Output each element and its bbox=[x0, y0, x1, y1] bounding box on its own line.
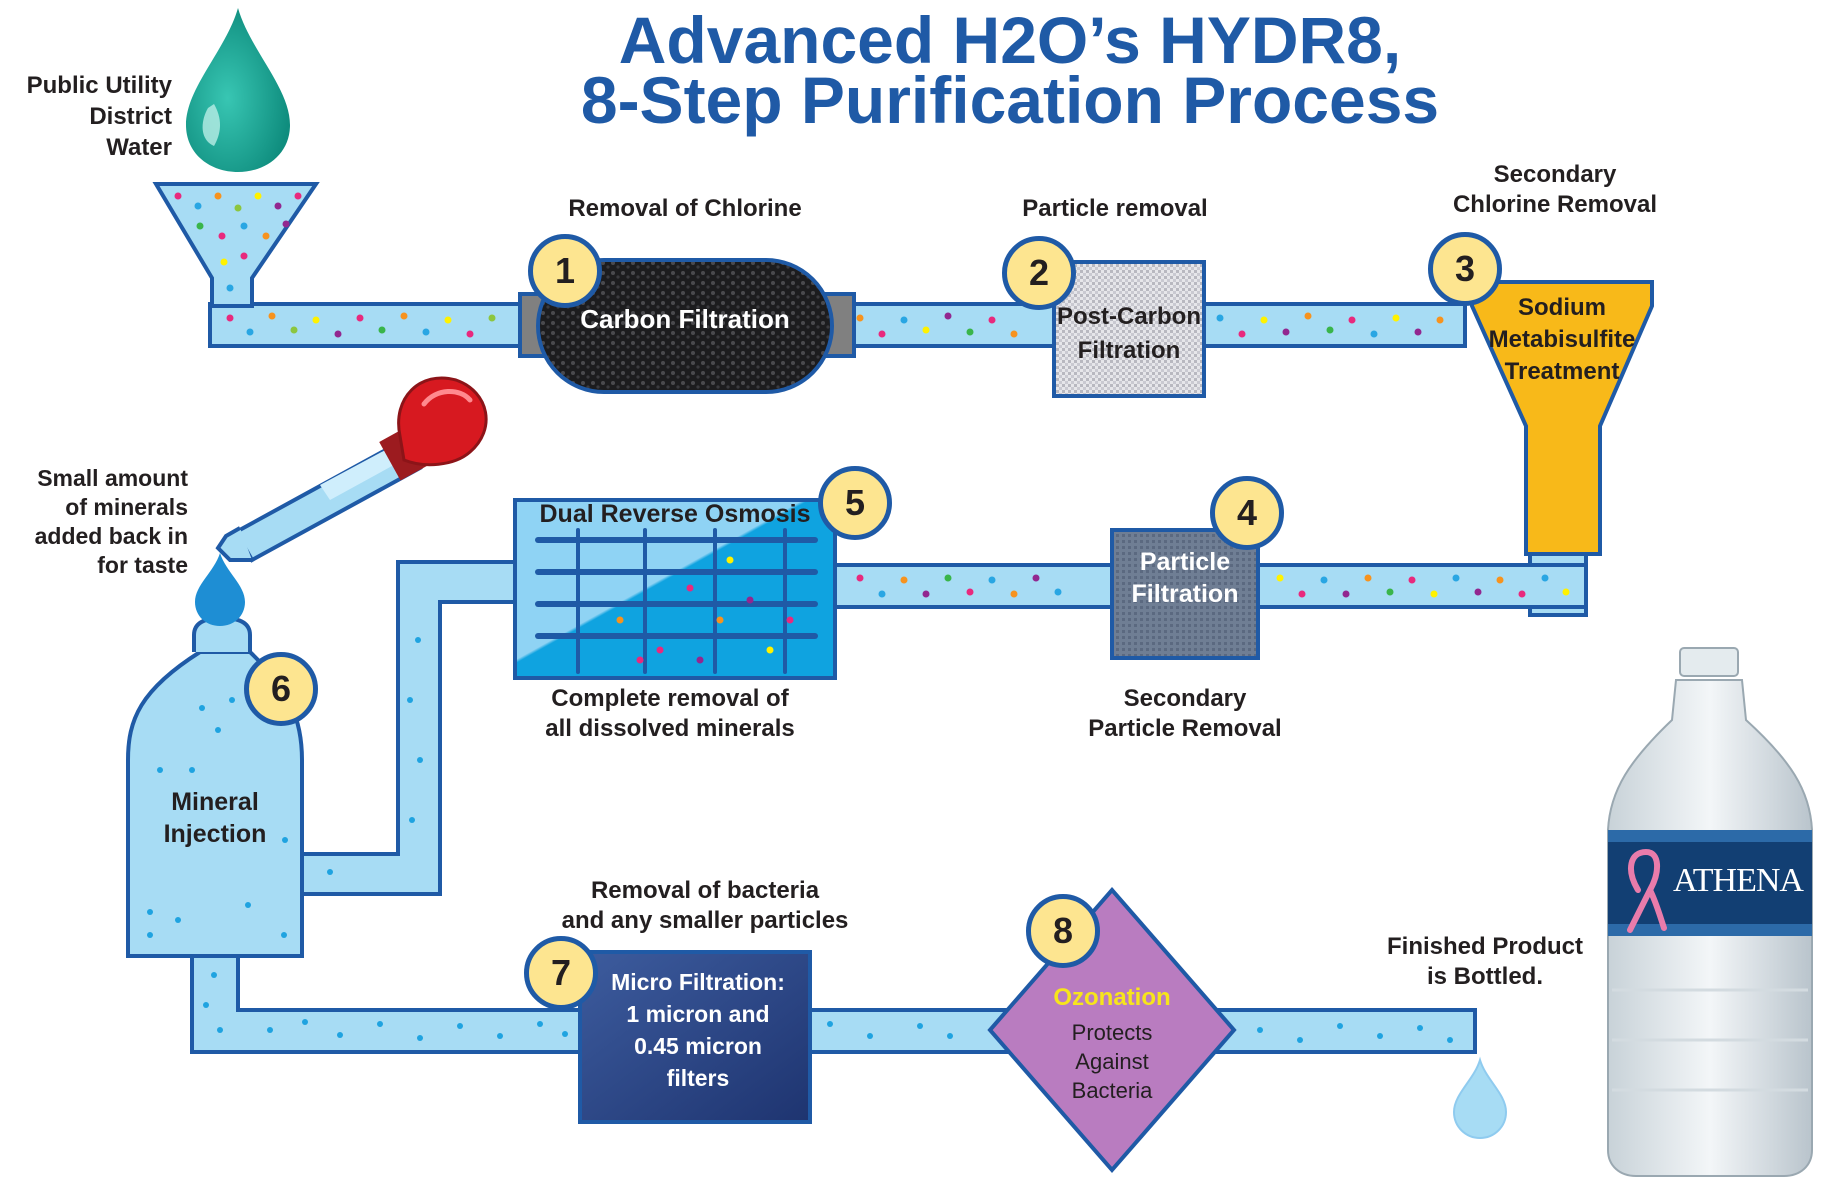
step-6-box-line-1: Mineral bbox=[171, 788, 259, 816]
step-5-caption-line-1: Complete removal of bbox=[551, 685, 789, 712]
pipe-elbow-ro bbox=[296, 560, 517, 896]
step-6-box-label: Mineral Injection bbox=[128, 786, 302, 850]
step-5-caption-line-2: all dissolved minerals bbox=[545, 715, 795, 742]
step-2-box-line-1: Post-Carbon bbox=[1057, 303, 1201, 330]
step-7-caption-line-1: Removal of bacteria bbox=[590, 877, 820, 904]
pipe-bottom bbox=[190, 938, 1477, 1054]
step-4-box-line-2: Filtration bbox=[1131, 580, 1239, 608]
step-2-box-label: Post-Carbon Filtration bbox=[1054, 300, 1204, 368]
step-3-box-line-3: Treatment bbox=[1504, 358, 1620, 385]
step-3-caption: Secondary Chlorine Removal bbox=[1420, 160, 1690, 220]
step-4-box-line-1: Particle bbox=[1139, 548, 1231, 576]
step-8-box-title: Ozonation bbox=[1053, 984, 1171, 1011]
step-4-caption: Secondary Particle Removal bbox=[1050, 684, 1320, 744]
step-7-caption: Removal of bacteria and any smaller part… bbox=[530, 876, 880, 936]
particles-middle bbox=[856, 574, 1570, 598]
finish-label-line-2: is Bottled. bbox=[1426, 963, 1543, 990]
page-title: Advanced H2O’s HYDR8, 8-Step Purificatio… bbox=[420, 3, 1600, 137]
step-2-box-line-2: Filtration bbox=[1077, 337, 1181, 364]
title-line-2: 8-Step Purification Process bbox=[580, 63, 1440, 137]
particle-filter-body bbox=[1110, 528, 1260, 660]
dropper-icon bbox=[215, 376, 488, 563]
mineral-tank-dots bbox=[147, 697, 288, 938]
finish-water-drop-icon bbox=[1452, 1056, 1508, 1140]
step-3-caption-line-1: Secondary bbox=[1493, 161, 1617, 188]
minerals-note: Small amount of minerals added back in f… bbox=[0, 464, 188, 580]
step-3-caption-line-2: Chlorine Removal bbox=[1452, 191, 1658, 218]
bottle-icon bbox=[1607, 647, 1813, 1177]
step-7-box-line-1: Micro Filtration: bbox=[611, 969, 785, 995]
step-1-badge: 1 bbox=[528, 234, 602, 308]
step-3-box-line-1: Sodium bbox=[1518, 294, 1606, 321]
step-3-box-label: Sodium Metabisulfite Treatment bbox=[1472, 292, 1652, 388]
carbon-filter-body bbox=[536, 258, 834, 394]
particles-top bbox=[226, 312, 1444, 338]
step-8-box-label: Protects Against Bacteria bbox=[1030, 1018, 1194, 1105]
source-label-line-3: Water bbox=[106, 134, 172, 161]
particles-bottom bbox=[203, 637, 1453, 1043]
water-drop-icon bbox=[195, 553, 245, 626]
step-3-badge: 3 bbox=[1428, 232, 1502, 306]
title-line-1: Advanced H2O’s HYDR8, bbox=[618, 3, 1402, 77]
step-4-caption-line-2: Particle Removal bbox=[1088, 715, 1282, 742]
funnel-particles bbox=[174, 192, 302, 292]
step-1-caption: Removal of Chlorine bbox=[568, 195, 802, 222]
minerals-note-line-2: of minerals bbox=[65, 494, 188, 520]
source-label-line-1: Public Utility bbox=[26, 72, 172, 99]
reverse-osmosis-membranes bbox=[535, 528, 818, 674]
step-7-badge: 7 bbox=[524, 936, 598, 1010]
source-label-line-2: District bbox=[89, 103, 172, 130]
reverse-osmosis-body bbox=[513, 498, 837, 680]
bottle-brand-label: ATHENA bbox=[1673, 862, 1804, 899]
step-4-caption-line-1: Secondary bbox=[1123, 685, 1247, 712]
step-7-box-line-4: filters bbox=[666, 1065, 730, 1091]
post-carbon-filter-body bbox=[1052, 260, 1206, 398]
step-8-badge: 8 bbox=[1026, 894, 1100, 968]
step-7-box-line-3: 0.45 micron bbox=[634, 1033, 762, 1059]
step-5-caption: Complete removal of all dissolved minera… bbox=[500, 684, 840, 744]
step-5-badge: 5 bbox=[818, 466, 892, 540]
minerals-note-line-3: added back in bbox=[34, 523, 188, 549]
water-drop-icon bbox=[186, 8, 290, 172]
treatment-funnel-body bbox=[1470, 280, 1654, 556]
step-2-badge: 2 bbox=[1002, 236, 1076, 310]
step-6-badge: 6 bbox=[244, 652, 318, 726]
step-7-box-label: Micro Filtration: 1 micron and 0.45 micr… bbox=[596, 966, 800, 1094]
finish-label: Finished Product is Bottled. bbox=[1355, 932, 1615, 992]
water-drop-highlight bbox=[202, 104, 220, 146]
minerals-note-line-4: for taste bbox=[97, 552, 188, 578]
step-7-box-line-2: 1 micron and bbox=[626, 1001, 770, 1027]
reverse-osmosis-particles bbox=[616, 556, 794, 664]
finish-label-line-1: Finished Product bbox=[1386, 933, 1583, 960]
step-7-caption-line-2: and any smaller particles bbox=[561, 907, 849, 934]
source-label: Public Utility District Water bbox=[0, 70, 172, 163]
step-4-badge: 4 bbox=[1210, 476, 1284, 550]
step-8-box-line-1: Protects bbox=[1071, 1020, 1153, 1045]
step-3-box-line-2: Metabisulfite bbox=[1488, 326, 1636, 353]
step-8-box-line-3: Bacteria bbox=[1071, 1078, 1153, 1103]
minerals-note-line-1: Small amount bbox=[37, 465, 188, 491]
step-4-box-label: Particle Filtration bbox=[1112, 546, 1258, 610]
micro-filter-body bbox=[578, 950, 812, 1124]
step-1-box-label: Carbon Filtration bbox=[580, 304, 790, 334]
step-6-box-line-2: Injection bbox=[163, 820, 267, 848]
step-5-box-label: Dual Reverse Osmosis bbox=[539, 500, 811, 528]
funnel-icon bbox=[152, 182, 320, 308]
step-8-box-line-2: Against bbox=[1075, 1049, 1149, 1074]
step-2-caption: Particle removal bbox=[1022, 195, 1208, 222]
